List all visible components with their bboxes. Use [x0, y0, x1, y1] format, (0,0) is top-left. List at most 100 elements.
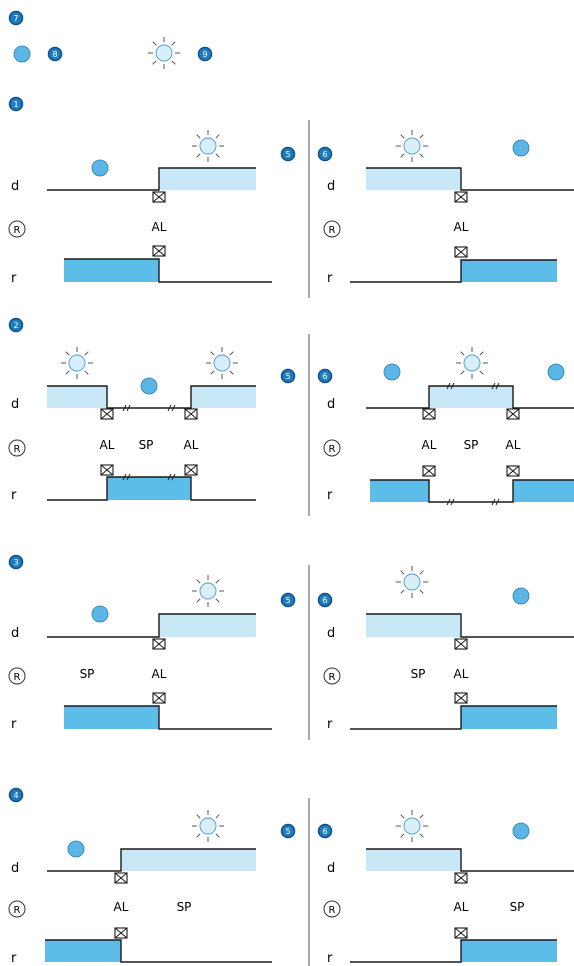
label-r: r [327, 951, 333, 966]
sensor-icon [506, 465, 520, 477]
badge-5: 5 [280, 368, 296, 384]
svg-text:R: R [329, 905, 336, 916]
label-al: AL [454, 667, 469, 681]
sensor-icon [422, 408, 436, 420]
label-r: r [11, 488, 17, 503]
svg-text:R: R [329, 672, 336, 683]
sun-icon [192, 810, 224, 842]
moon-icon [67, 840, 85, 858]
svg-text:6: 6 [322, 827, 327, 836]
shade-day [429, 386, 513, 408]
svg-text:R: R [14, 672, 21, 683]
shade-day [191, 386, 256, 408]
section-3: 3 d R r SP AL 5 6 d R r SP AL [8, 554, 574, 732]
day-profile [47, 385, 256, 409]
shade-day [366, 168, 461, 190]
sensor-icon [152, 692, 166, 704]
shade-night [461, 706, 557, 729]
svg-text:4: 4 [13, 791, 18, 800]
sun-icon [192, 130, 224, 162]
label-sp: SP [464, 438, 479, 452]
label-r: r [327, 271, 333, 286]
svg-text:R: R [14, 225, 21, 236]
night-profile [350, 939, 557, 963]
sensor-icon [506, 408, 520, 420]
sensor-icon [184, 408, 198, 420]
label-r: r [11, 951, 17, 966]
shade-night [370, 480, 429, 502]
sun-icon [206, 347, 238, 379]
label-sp: SP [510, 900, 525, 914]
section-1: 1 d R r AL 5 6 d R r AL [8, 96, 574, 286]
badge-6: 6 [317, 368, 333, 384]
sensor-icon [152, 245, 166, 257]
label-al: AL [454, 220, 469, 234]
badge-6: 6 [317, 823, 333, 839]
sensor-icon [454, 191, 468, 203]
sensor-icon [454, 246, 468, 258]
badge-9: 9 [197, 46, 213, 62]
moon-icon [13, 45, 31, 63]
moon-icon [140, 377, 158, 395]
legend: 7 8 9 [8, 10, 213, 69]
sun-icon [192, 575, 224, 607]
badge-8: 8 [47, 46, 63, 62]
svg-text:R: R [329, 444, 336, 455]
badge-6: 6 [317, 592, 333, 608]
moon-icon [383, 363, 401, 381]
reference-symbol: R [8, 439, 26, 457]
label-al: AL [100, 438, 115, 452]
badge-5: 5 [280, 592, 296, 608]
svg-text:1: 1 [13, 100, 18, 109]
night-profile [370, 479, 574, 503]
svg-text:7: 7 [13, 14, 18, 23]
label-d: d [11, 861, 19, 876]
label-al: AL [152, 667, 167, 681]
svg-text:R: R [14, 905, 21, 916]
label-d: d [11, 626, 19, 641]
shade-day [366, 849, 461, 871]
sensor-icon [152, 638, 166, 650]
night-profile [64, 258, 272, 283]
day-profile [47, 848, 256, 872]
label-d: d [11, 179, 19, 194]
reference-symbol: R [8, 220, 26, 238]
shade-night [45, 940, 121, 962]
moon-icon [512, 587, 530, 605]
reference-symbol: R [323, 900, 341, 918]
break-mark [122, 473, 131, 481]
shade-day [159, 168, 256, 190]
label-sp: SP [139, 438, 154, 452]
break-mark [491, 382, 500, 390]
sensor-icon [114, 872, 128, 884]
svg-text:5: 5 [285, 827, 290, 836]
reference-symbol: R [323, 667, 341, 685]
sensor-icon [100, 408, 114, 420]
label-al: AL [152, 220, 167, 234]
badge-3: 3 [8, 554, 24, 570]
night-profile [350, 705, 557, 730]
reference-symbol: R [323, 220, 341, 238]
day-profile [47, 613, 256, 638]
moon-icon [512, 139, 530, 157]
day-profile [47, 167, 256, 191]
section-4: 4 d R r AL SP 5 6 d R r AL SP [8, 787, 574, 966]
svg-text:5: 5 [285, 596, 290, 605]
label-r: r [327, 488, 333, 503]
label-r: r [11, 717, 17, 732]
label-sp: SP [411, 667, 426, 681]
badge-7: 7 [8, 10, 24, 26]
svg-text:3: 3 [13, 558, 18, 567]
night-profile [64, 705, 272, 730]
moon-icon [512, 822, 530, 840]
shade-day [121, 849, 256, 871]
moon-icon [91, 605, 109, 623]
sun-icon [396, 130, 428, 162]
day-profile [366, 167, 574, 191]
svg-text:6: 6 [322, 596, 327, 605]
badge-1: 1 [8, 96, 24, 112]
label-r: r [327, 717, 333, 732]
label-d: d [327, 397, 335, 412]
svg-text:9: 9 [202, 50, 207, 59]
moon-icon [547, 363, 565, 381]
